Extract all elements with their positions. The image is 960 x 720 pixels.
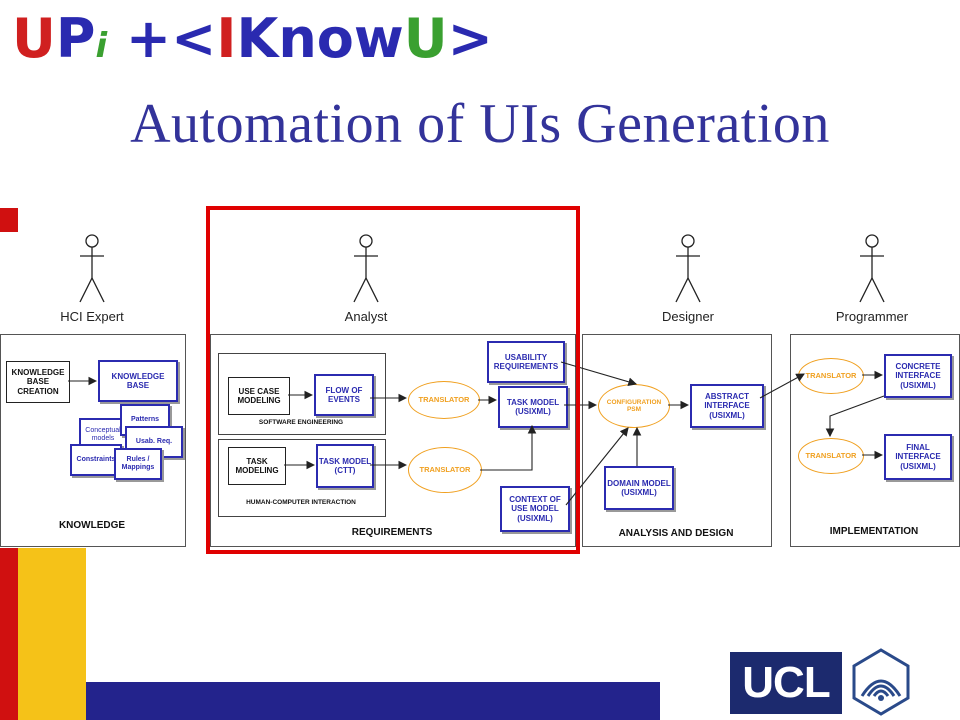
actor-figure-hci-expert (79, 234, 105, 303)
flow-of-events-box: FLOW OF EVENTS (314, 374, 374, 416)
knowledge-base-creation-box: KNOWLEDGE BASE CREATION (6, 361, 70, 403)
actor-label-programmer: Programmer (835, 309, 909, 324)
actor-figure-programmer (859, 234, 885, 303)
decor-yellow-bar (18, 548, 86, 720)
decor-red-square (0, 208, 18, 232)
task-model-usixml-box: TASK MODEL (USIXML) (498, 386, 568, 428)
translator-ellipse: TRANSLATOR (408, 381, 480, 419)
task-modeling-box: TASK MODELING (228, 447, 286, 485)
actor-figure-designer (675, 234, 701, 303)
constraints-box: Constraints (70, 444, 122, 476)
ucl-emblem-icon (852, 648, 910, 716)
configuration-psm-ellipse: CONFIGURATION PSM (598, 384, 670, 428)
domain-model-box: DOMAIN MODEL (USIXML) (604, 466, 674, 510)
final-interface-box: FINAL INTERFACE (USIXML) (884, 434, 952, 480)
abstract-interface-box: ABSTRACT INTERFACE (USIXML) (690, 384, 764, 428)
panel-knowledge-title: KNOWLEDGE (58, 520, 126, 531)
decor-blue-bar (86, 682, 660, 720)
rules-mappings-box: Rules / Mappings (114, 448, 162, 480)
usability-requirements-box: USABILITY REQUIREMENTS (487, 341, 565, 383)
panel-analysis-design-title: ANALYSIS AND DESIGN (618, 528, 734, 539)
use-case-modeling-box: USE CASE MODELING (228, 377, 290, 415)
analyst-highlight-frame (206, 206, 580, 554)
logo-part: +< (107, 7, 217, 70)
translator-ellipse: TRANSLATOR (408, 447, 482, 493)
actor-label-designer: Designer (661, 309, 715, 324)
panel-analysis-design (582, 334, 772, 547)
knowledge-base-box: KNOWLEDGE BASE (98, 360, 178, 402)
panel-implementation-title: IMPLEMENTATION (829, 526, 919, 537)
logo-part: U (12, 7, 56, 70)
task-model-ctt-box: TASK MODEL (CTT) (316, 444, 374, 488)
page-title: Automation of UIs Generation (130, 93, 830, 155)
logo-part: Know (236, 7, 404, 70)
actor-label-hci-expert: HCI Expert (60, 309, 124, 324)
logo-part: I (216, 7, 237, 70)
translator-ellipse: TRANSLATOR (798, 358, 864, 394)
upi-iknowu-logo: UPi +<IKnowU> (12, 4, 493, 74)
concrete-interface-box: CONCRETE INTERFACE (USIXML) (884, 354, 952, 398)
ucl-logo: UCL (730, 652, 842, 714)
logo-part: > (447, 7, 493, 70)
logo-part: P (55, 7, 96, 70)
context-of-use-box: CONTEXT OF USE MODEL (USIXML) (500, 486, 570, 532)
logo-part: i (95, 26, 108, 66)
panel-requirements-title: REQUIREMENTS (351, 527, 433, 538)
translator-ellipse: TRANSLATOR (798, 438, 864, 474)
hci-label: HUMAN-COMPUTER INTERACTION (246, 499, 356, 506)
ucl-logo-text: UCL (742, 658, 830, 707)
decor-red-bar (0, 548, 18, 720)
actor-figure-analyst (353, 234, 379, 303)
logo-part: U (403, 7, 448, 70)
software-engineering-label: SOFTWARE ENGINEERING (258, 419, 344, 426)
actor-label-analyst: Analyst (344, 309, 388, 324)
